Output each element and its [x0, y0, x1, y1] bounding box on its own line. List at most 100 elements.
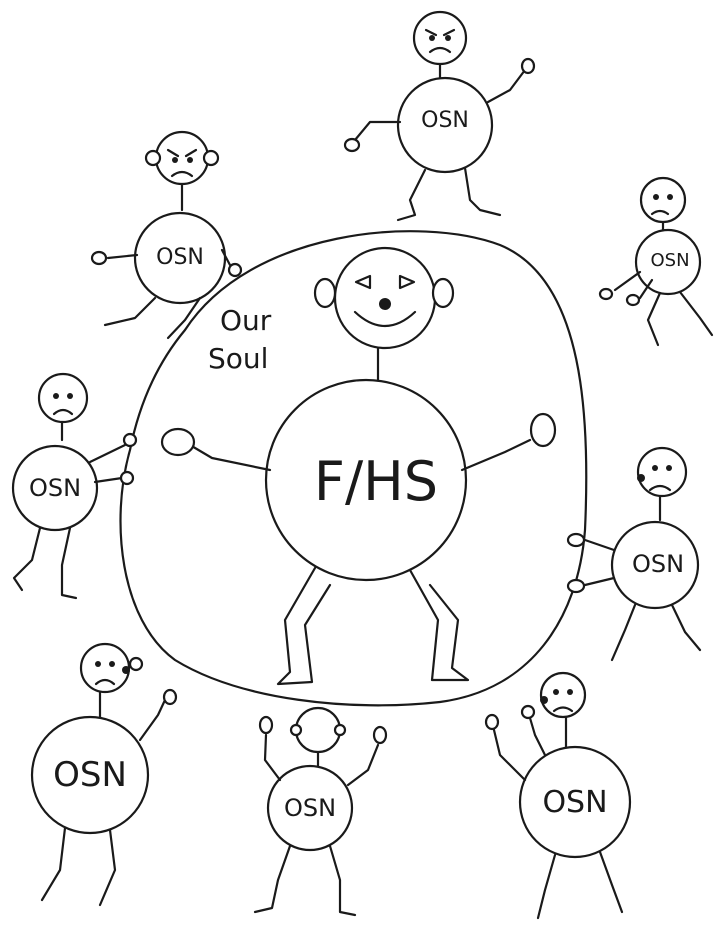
osn-figure-eye — [187, 157, 193, 163]
osn-figure-hand — [227, 262, 243, 278]
osn-figure-arm — [220, 248, 232, 267]
osn-figure-frown — [650, 209, 670, 216]
osn-figure-leg — [670, 603, 702, 652]
osn-figure-ear — [333, 723, 347, 737]
soul-label-soul: Soul — [208, 342, 268, 375]
osn-figure-leg — [396, 168, 427, 222]
central-figure-left-hand — [160, 427, 196, 457]
osn-figure-upper-left: OSN — [90, 130, 243, 340]
osn-figure-body — [396, 76, 494, 174]
osn-figure-body — [266, 764, 354, 852]
osn-figure-eye — [67, 393, 73, 399]
osn-figure-eye — [553, 689, 559, 695]
osn-figure-arm — [353, 120, 402, 142]
osn-figure-eye — [53, 393, 59, 399]
osn-figure-frown — [170, 170, 194, 178]
osn-figure-arm — [492, 728, 527, 782]
central-figure-body — [264, 378, 468, 582]
central-figure-smile — [353, 310, 417, 327]
osn-figure-ear — [202, 149, 220, 167]
osn-figure-body — [610, 520, 700, 610]
osn-figure-ear — [128, 656, 144, 672]
osn-figure-body — [518, 745, 632, 859]
osn-figure-body — [634, 228, 702, 296]
central-figure-left-eye — [354, 274, 372, 290]
osn-figure-arm — [93, 476, 124, 484]
osn-figure-head — [412, 10, 468, 66]
soul-boundary — [119, 230, 588, 707]
osn-figure-body — [30, 715, 150, 835]
osn-figure-nose — [122, 666, 130, 674]
osn-figure-eye — [666, 465, 672, 471]
osn-figure-eye — [109, 661, 115, 667]
central-figure-label: F/HS — [314, 450, 438, 513]
osn-figure-label: OSN — [421, 108, 469, 133]
osn-figure-hand — [520, 704, 536, 720]
osn-figure-hand — [484, 713, 500, 731]
osn-figure-arm — [486, 68, 527, 104]
osn-figure-leg — [166, 296, 202, 340]
central-figure-right-eye — [398, 274, 416, 290]
osn-figure-head — [636, 446, 688, 498]
osn-figure-leg — [98, 828, 117, 907]
central-figure-left-arm — [188, 443, 272, 472]
osn-figure-leg — [598, 850, 624, 914]
osn-figure-middle-right: OSN — [566, 446, 702, 662]
osn-figure-leg — [610, 603, 637, 662]
osn-figure-nose — [637, 474, 645, 482]
osn-figure-head — [37, 372, 89, 424]
soul-label-our: Our — [220, 304, 272, 337]
osn-figure-frown — [648, 484, 672, 492]
osn-figure-hand — [122, 432, 138, 448]
osn-figure-label: OSN — [542, 785, 607, 820]
osn-figure-leg — [60, 526, 78, 600]
central-figure-right-leg — [408, 568, 470, 682]
osn-figure-ear — [289, 723, 303, 737]
osn-figure-label: OSN — [284, 794, 336, 822]
osn-figure-arm — [638, 278, 654, 300]
osn-figure-brows — [424, 28, 456, 37]
osn-figure-hand — [343, 137, 361, 153]
osn-figure-head — [79, 642, 131, 694]
osn-figure-leg — [12, 526, 42, 592]
osn-figure-arm — [138, 698, 167, 742]
osn-figure-hand — [520, 57, 536, 75]
osn-figure-hand — [566, 578, 586, 594]
osn-figure-body — [133, 211, 227, 305]
osn-figure-frown — [52, 408, 74, 416]
osn-figure-head — [294, 706, 342, 754]
central-figure-right-arm — [460, 438, 532, 472]
osn-figure-hand — [566, 532, 586, 548]
central-figure-nose — [379, 298, 391, 310]
osn-figure-eye — [172, 157, 178, 163]
osn-figure-bottom-center: OSN — [253, 706, 388, 917]
osn-figure-arm — [528, 716, 547, 757]
osn-figure-eye — [95, 661, 101, 667]
osn-figure-arm — [106, 253, 139, 260]
osn-figure-top: OSN — [343, 10, 536, 222]
osn-figure-upper-right: OSN — [598, 176, 714, 347]
osn-figure-hand — [625, 293, 641, 307]
osn-figure-label: OSN — [632, 550, 684, 578]
osn-figure-hand — [119, 470, 135, 486]
osn-figure-body — [11, 444, 99, 532]
osn-figure-leg — [536, 853, 557, 920]
central-figure-left-ear — [313, 277, 337, 309]
central-figure-left-leg — [276, 566, 332, 686]
osn-figure-label: OSN — [53, 755, 127, 795]
osn-figure-head — [539, 671, 587, 719]
osn-figure-label: OSN — [156, 245, 204, 270]
osn-figure-nose — [540, 696, 548, 704]
osn-figure-label: OSN — [29, 474, 81, 502]
osn-figure-hand — [162, 688, 178, 706]
osn-figure-middle-left: OSN — [11, 372, 138, 600]
osn-figure-leg — [646, 291, 662, 347]
osn-figure-eye — [653, 194, 659, 200]
osn-figure-leg — [40, 826, 67, 902]
osn-figure-leg — [328, 844, 357, 917]
osn-figure-eye — [567, 689, 573, 695]
osn-figure-leg — [103, 296, 157, 327]
osn-figure-eye — [445, 35, 451, 41]
osn-figure-arm — [263, 733, 282, 782]
